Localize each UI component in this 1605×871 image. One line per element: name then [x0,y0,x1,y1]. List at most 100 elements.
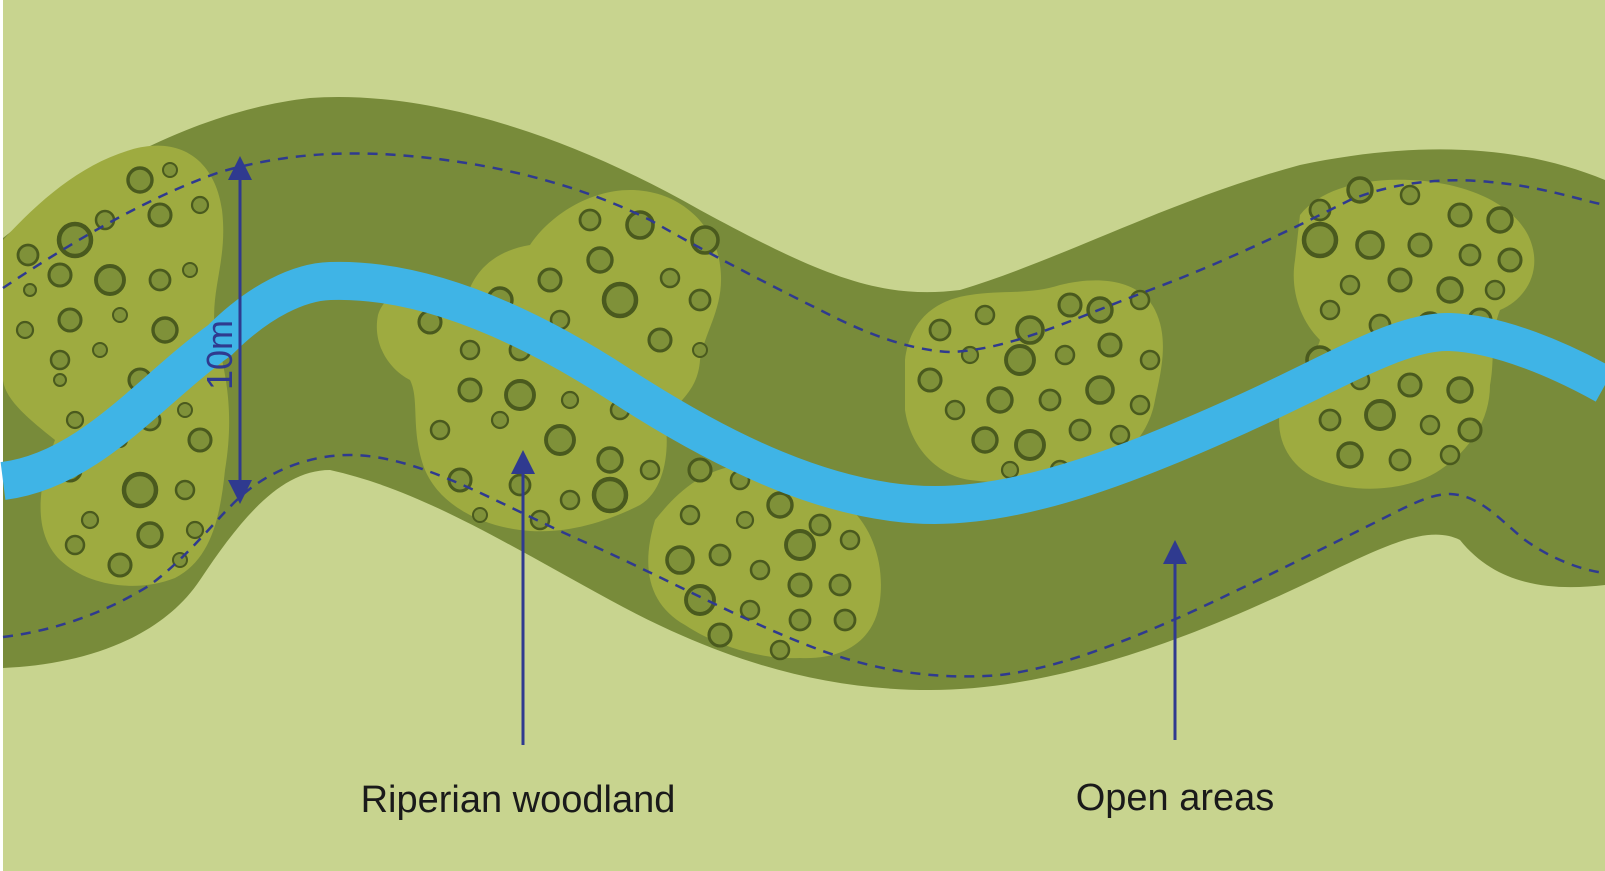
tree-canopy [182,262,198,278]
tree-canopy [1015,315,1045,345]
tree-canopy [151,316,179,344]
tree-canopy [1458,243,1482,267]
tree-canopy [687,457,713,483]
tree-canopy [586,246,614,274]
tree-canopy [559,489,581,511]
tree-canopy [1439,444,1461,466]
tree-canopy [429,419,451,441]
tree-canopy [190,195,210,215]
tree-canopy [1399,184,1421,206]
tree-canopy [578,208,602,232]
tree-canopy [94,209,116,231]
tree-canopy [1397,372,1423,398]
tree-canopy [769,639,791,661]
tree-canopy [1085,375,1115,405]
tree-canopy [679,504,701,526]
tree-canopy [1446,376,1474,404]
tree-canopy [472,507,488,523]
tree-canopy [971,426,999,454]
tree-canopy [1318,408,1342,432]
tree-canopy [1068,418,1092,442]
tree-canopy [112,307,128,323]
tree-canopy [185,520,205,540]
width-measurement-label: 10m [199,320,240,390]
tree-canopy [459,339,481,361]
tree-canopy [596,446,624,474]
tree-canopy [1484,279,1506,301]
tree-canopy [1388,448,1412,472]
woodland-label: Riperian woodland [361,779,676,821]
tree-canopy [80,510,100,530]
tree-canopy [739,599,761,621]
tree-canopy [928,318,952,342]
tree-canopy [56,221,94,259]
tree-canopy [788,608,812,632]
tree-canopy [784,529,816,561]
tree-canopy [708,543,732,567]
tree-canopy [692,342,708,358]
tree-canopy [1057,292,1083,318]
tree-canopy [1038,388,1062,412]
tree-canopy [94,264,126,296]
tree-canopy [1139,349,1161,371]
tree-canopy [162,162,178,178]
tree-canopy [688,288,712,312]
tree-canopy [23,283,37,297]
tree-canopy [174,479,196,501]
tree-canopy [1355,230,1385,260]
tree-canopy [1419,414,1441,436]
tree-canopy [457,377,483,403]
tree-canopy [833,608,857,632]
tree-canopy [126,166,154,194]
tree-canopy [537,267,563,293]
tree-canopy [147,202,173,228]
tree-canopy [1447,202,1473,228]
tree-canopy [917,367,943,393]
tree-canopy [177,402,193,418]
tree-canopy [1014,429,1046,461]
tree-canopy [47,262,73,288]
woodland-patch [905,280,1163,483]
tree-canopy [1129,394,1151,416]
tree-canopy [1301,221,1339,259]
tree-canopy [684,584,716,616]
tree-canopy [625,210,655,240]
tree-canopy [136,521,164,549]
tree-canopy [508,473,532,497]
tree-canopy [92,342,108,358]
tree-canopy [808,513,832,537]
tree-canopy [16,243,40,267]
tree-canopy [65,410,85,430]
tree-canopy [1000,460,1020,480]
tree-canopy [107,552,133,578]
tree-canopy [591,476,629,514]
tree-canopy [828,573,852,597]
tree-canopy [544,424,576,456]
tree-canopy [529,509,551,531]
tree-canopy [665,545,695,575]
tree-canopy [64,534,86,556]
buffer-strip [3,96,1605,691]
tree-canopy [148,268,172,292]
tree-canopy [53,373,67,387]
tree-canopy [15,320,35,340]
tree-canopy [49,349,71,371]
tree-canopy [659,267,681,289]
open-areas-label: Open areas [1076,777,1275,819]
tree-canopy [1497,247,1523,273]
tree-canopy [1097,332,1123,358]
tree-canopy [1407,232,1433,258]
tree-canopy [1336,441,1364,469]
tree-canopy [974,304,996,326]
tree-canopy [601,281,639,319]
tree-canopy [1436,276,1464,304]
tree-canopy [986,386,1014,414]
tree-canopy [766,491,794,519]
tree-canopy [944,399,966,421]
tree-canopy [735,510,755,530]
tree-canopy [690,225,720,255]
tree-canopy [1339,274,1361,296]
tree-canopy [504,379,536,411]
tree-canopy [647,327,673,353]
